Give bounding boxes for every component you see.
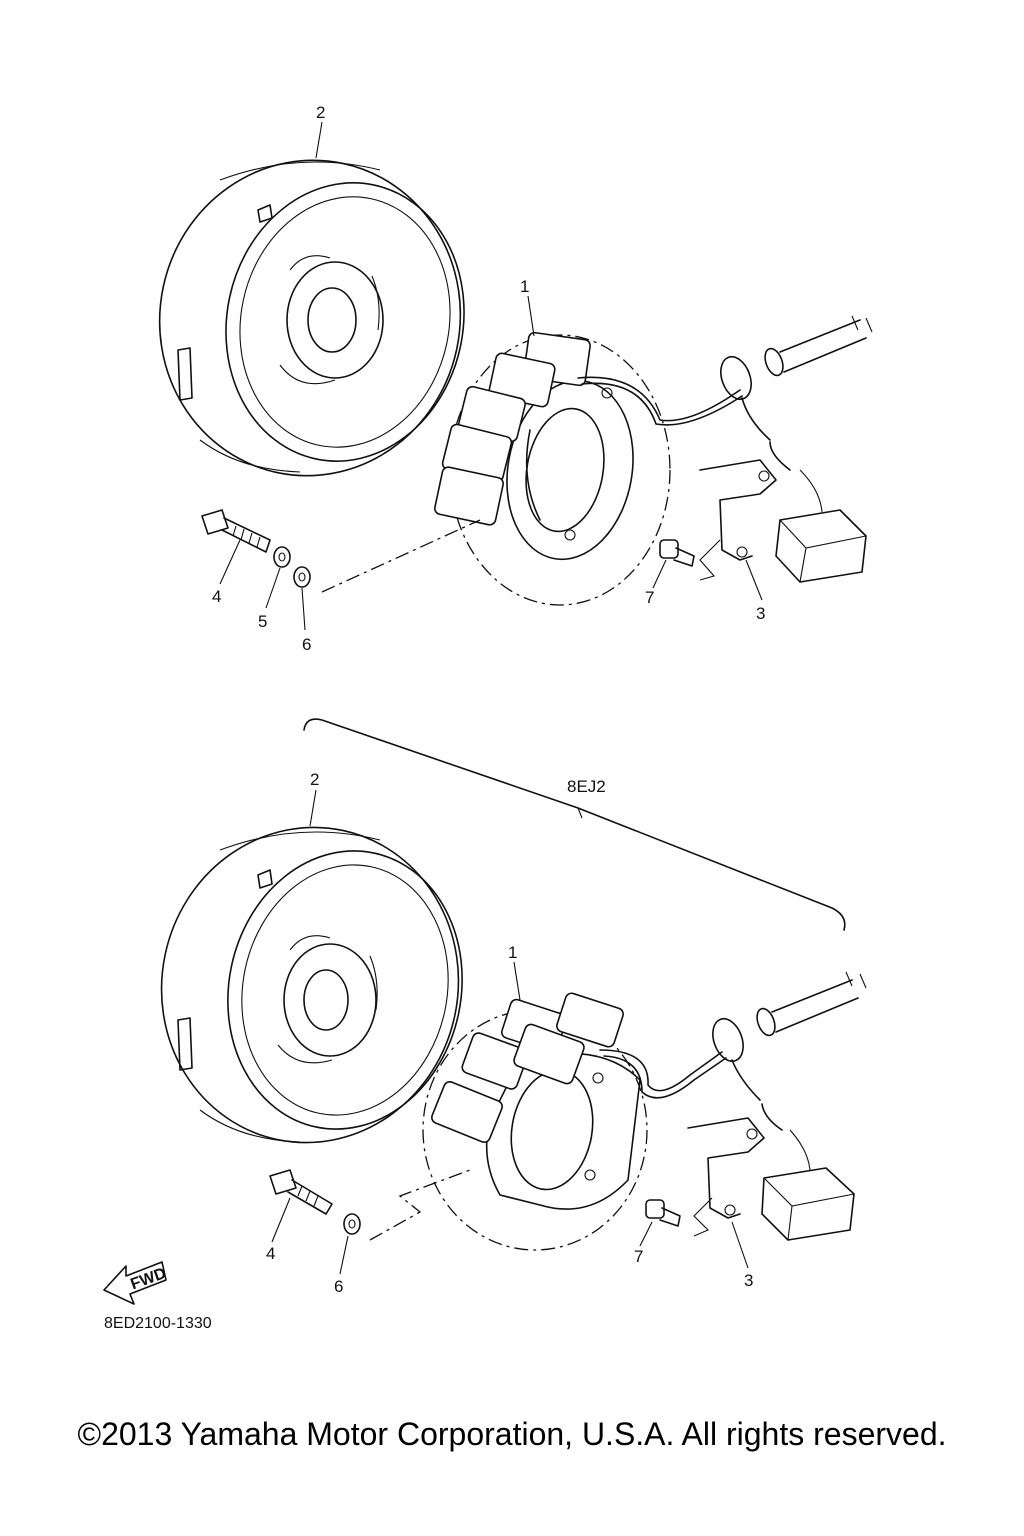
callout-bottom-3: 3 — [744, 1271, 753, 1290]
callout-top-4: 4 — [212, 587, 221, 606]
callout-top-3: 3 — [756, 604, 765, 623]
washer-5-top — [273, 546, 291, 568]
coupler-top — [775, 469, 867, 583]
leader-lines-bottom — [271, 789, 749, 1275]
callout-top-1: 1 — [520, 277, 529, 296]
washer-6-top-hole — [298, 572, 306, 582]
washer-5-top-hole — [278, 552, 286, 562]
stator-bottom — [422, 992, 727, 1251]
leader-lines-top — [219, 121, 763, 631]
fwd-label: FWD — [128, 1265, 168, 1293]
bracket-top — [699, 459, 777, 581]
group-bracket — [303, 718, 846, 931]
stator-top — [434, 331, 743, 606]
callout-bottom-2: 2 — [310, 770, 319, 789]
bottom-assembly: 8EJ2 — [160, 718, 867, 1296]
group-label-8ej2: 8EJ2 — [567, 777, 606, 796]
top-assembly: 2 1 4 5 6 7 3 — [158, 103, 873, 654]
callout-top-7: 7 — [645, 588, 654, 607]
screw-7-bottom — [645, 1199, 681, 1227]
callout-top-6: 6 — [302, 635, 311, 654]
rotor-top — [158, 159, 465, 477]
callout-bottom-4: 4 — [266, 1244, 275, 1263]
grommet-lead-top — [720, 315, 873, 471]
callout-bottom-7: 7 — [634, 1247, 643, 1266]
centerline-top — [321, 519, 481, 593]
bolt-4-top — [201, 509, 271, 553]
callout-top-2: 2 — [316, 103, 325, 122]
screw-7-top — [659, 539, 695, 567]
washer-6-bottom — [343, 1213, 361, 1235]
grommet-lead-bottom — [712, 971, 867, 1131]
callout-top-5: 5 — [258, 612, 267, 631]
callout-bottom-1: 1 — [508, 943, 517, 962]
washer-6-bottom-hole — [348, 1219, 356, 1229]
copyright-notice: ©2013 Yamaha Motor Corporation, U.S.A. A… — [77, 1416, 947, 1452]
callout-bottom-6: 6 — [334, 1277, 343, 1296]
rotor-bottom — [160, 826, 463, 1144]
group-bracket-leader — [577, 807, 583, 819]
washer-6-top — [293, 566, 311, 588]
bracket-bottom — [687, 1117, 765, 1237]
bolt-4-bottom — [269, 1169, 333, 1215]
fwd-arrow: FWD — [103, 1261, 168, 1305]
drawing-code: 8ED2100-1330 — [104, 1315, 212, 1332]
centerline-bottom — [369, 1169, 471, 1241]
coupler-bottom — [761, 1129, 855, 1241]
